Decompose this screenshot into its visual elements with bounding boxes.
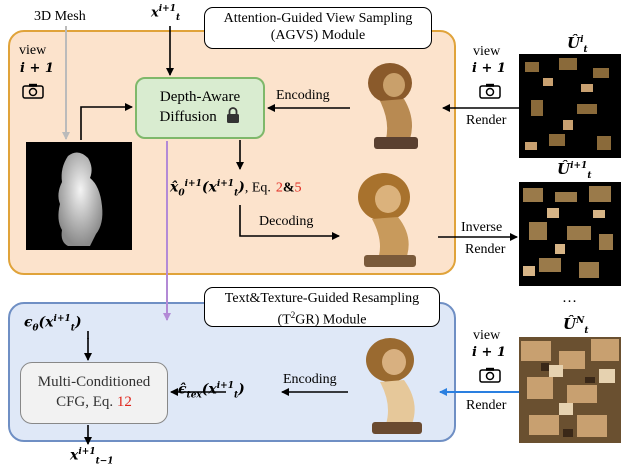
u-hat-ip1-image	[519, 182, 621, 286]
eps-theta-label: ϵθ(xi+1t)	[24, 314, 82, 334]
u-hat-ip1-label: Ûi+1t	[557, 160, 592, 181]
cfg-node-line1: Multi-Conditioned	[37, 374, 151, 390]
depth-node-line2: Diffusion	[137, 107, 263, 127]
camera-icon-top-right	[479, 83, 501, 99]
camera-icon-bottom-right	[479, 367, 501, 383]
view-label-left: view	[19, 43, 47, 58]
depth-node-line1: Depth-Aware	[159, 89, 241, 105]
lion-decoded	[358, 173, 416, 267]
decoding-label: Decoding	[259, 214, 314, 229]
view-label-top-right: view	[473, 44, 501, 59]
view-index-left: i + 1	[20, 61, 54, 76]
x-t-minus-1-output: xi+1t−1	[70, 447, 114, 467]
lion-render-bottom	[366, 338, 422, 434]
render-label-bottom: Render	[466, 398, 507, 413]
encoding-label-top: Encoding	[276, 88, 330, 103]
agvs-title-line2: (AGVS) Module	[270, 28, 366, 43]
ellipsis: …	[562, 290, 577, 306]
view-index-bottom-right: i + 1	[472, 345, 506, 360]
agvs-title: Attention-Guided View Sampling (AGVS) Mo…	[204, 7, 432, 49]
inverse-label: Inverse	[461, 220, 503, 235]
multi-conditioned-cfg-node: Multi-Conditioned CFG, Eq. 12	[20, 362, 168, 424]
u-hat-n-image	[519, 337, 621, 443]
u-hat-n-label: ÛNt	[563, 315, 589, 336]
x0-hat-equation: x̂0i+1(xi+1t), Eq. 2&5	[170, 179, 302, 199]
render-label-top: Render	[466, 113, 507, 128]
render-label-inverse: Render	[465, 242, 506, 257]
x-t-input-top: xi+1t	[151, 4, 181, 23]
t2gr-title-line1: Text&Texture-Guided Resampling	[224, 291, 420, 306]
depth-aware-diffusion-node: Depth-Aware Diffusion	[135, 77, 265, 139]
encoding-label-bottom: Encoding	[283, 372, 337, 387]
camera-icon-left	[22, 83, 44, 99]
lion-render-top	[368, 63, 418, 149]
mesh-depth-image	[26, 142, 132, 250]
lock-icon	[227, 107, 240, 123]
agvs-title-line1: Attention-Guided View Sampling	[223, 11, 413, 26]
t2gr-title-line2: (T2GR) Module	[277, 310, 367, 328]
view-label-bottom-right: view	[473, 328, 501, 343]
t2gr-title: Text&Texture-Guided Resampling (T2GR) Mo…	[204, 287, 440, 328]
view-index-top-right: i + 1	[472, 61, 506, 76]
u-hat-i-label: Ûit	[567, 34, 588, 55]
mesh-label: 3D Mesh	[34, 9, 86, 24]
eps-tex-label: ϵ̂tex(xi+1t)	[178, 381, 245, 401]
u-hat-i-image	[519, 54, 621, 158]
cfg-node-line2: CFG, Eq. 12	[56, 394, 132, 410]
